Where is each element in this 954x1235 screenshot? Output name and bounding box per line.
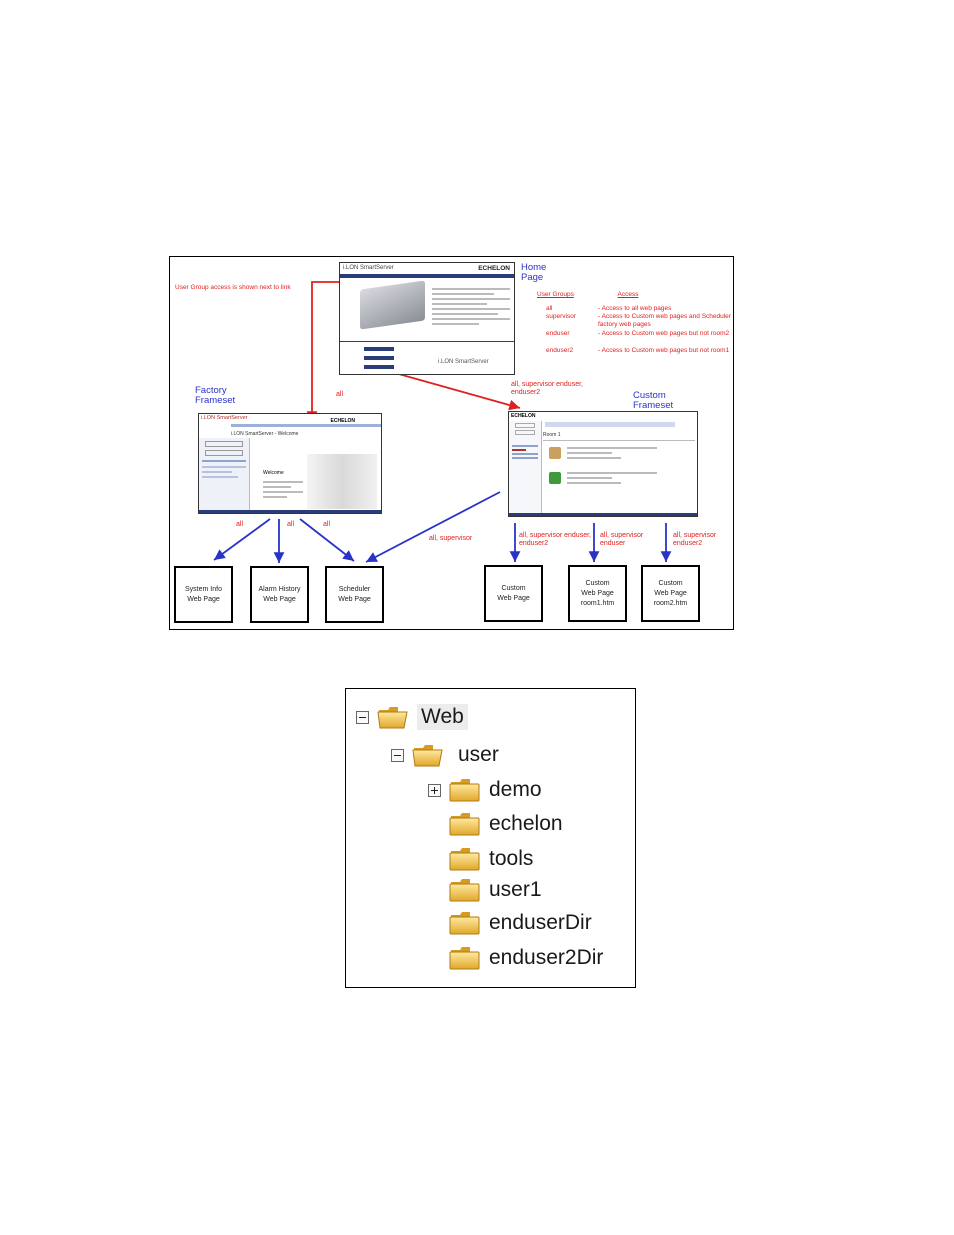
folder-open-icon <box>377 707 408 729</box>
plug-icon[interactable] <box>549 472 561 484</box>
legend-group: enduser <box>546 330 570 337</box>
tree-node-user[interactable]: user <box>391 742 499 768</box>
factory-welcome: Welcome <box>263 470 284 476</box>
link-label-room1: all, supervisor enduser <box>600 532 644 547</box>
home-page-label: Home Page <box>521 262 547 283</box>
link-label-custom-web: all, supervisor enduser, enduser2 <box>519 532 591 547</box>
home-nav-button[interactable] <box>364 347 394 351</box>
link-label-home-custom: all, supervisor enduser, enduser2 <box>511 381 583 396</box>
tree-node-enduser2dir[interactable]: enduser2Dir <box>428 945 603 971</box>
tree-node-web[interactable]: Web <box>356 704 468 730</box>
custom-logo: ECHELON <box>511 413 536 419</box>
diagram-arrows <box>213 281 672 563</box>
link-label-room2: all, supervisor enduser2 <box>673 532 717 547</box>
arrow-factory-to-sysinfo <box>213 518 271 561</box>
factory-title: i.LON SmartServer - Welcome <box>231 431 299 437</box>
custom-room2-page-box: Custom Web Page room2.htm <box>641 565 700 622</box>
tree-node-label: enduserDir <box>489 911 592 934</box>
tree-node-label: user1 <box>489 878 542 901</box>
legend-access: - Access to Custom web pages and Schedul… <box>598 313 731 328</box>
legend-group: supervisor <box>546 313 576 320</box>
alarm-history-page-box: Alarm History Web Page <box>250 566 309 623</box>
custom-page-box: Custom Web Page <box>484 565 543 622</box>
tree-node-label: enduser2Dir <box>489 946 604 969</box>
legend-header-groups: User Groups <box>537 291 574 298</box>
legend-header-access: Access <box>617 291 639 298</box>
folder-icon <box>449 912 480 935</box>
collapse-icon[interactable] <box>391 748 404 762</box>
folder-tree: Web user demo echelon tools <box>345 688 636 988</box>
legend-access: - Access to Custom web pages but not roo… <box>598 330 730 337</box>
arrow-home-to-custom <box>387 370 521 411</box>
custom-room1-page-box: Custom Web Page room1.htm <box>568 565 627 622</box>
folder-icon <box>449 779 480 802</box>
home-nav-button[interactable] <box>364 365 394 369</box>
home-page-screenshot: i.LON SmartServer ECHELON i.LON SmartSer… <box>339 262 515 375</box>
tree-node-label: tools <box>489 847 534 870</box>
echelon-logo: ECHELON <box>478 265 510 272</box>
factory-frameset-screenshot: i.LON SmartServer ECHELON i.LON SmartSer… <box>198 413 382 514</box>
home-nav-bar <box>340 274 514 278</box>
folder-icon <box>449 947 480 970</box>
link-label-home-factory: all <box>336 391 344 398</box>
system-info-page-box: System Info Web Page <box>174 566 233 623</box>
factory-building-image <box>307 454 377 509</box>
folder-icon <box>449 813 480 836</box>
link-label-sysinfo: all <box>236 521 244 528</box>
smartserver-device-image <box>360 280 425 330</box>
expand-icon[interactable] <box>428 783 441 797</box>
tree-node-demo[interactable]: demo <box>428 777 542 803</box>
custom-sidebar <box>509 421 542 516</box>
legend-group: all <box>546 305 553 312</box>
custom-frameset-label: Custom Frameset <box>633 390 674 411</box>
home-nav-button[interactable] <box>364 356 394 360</box>
tree-node-echelon[interactable]: echelon <box>428 811 563 837</box>
factory-brand: i.LON SmartServer <box>201 415 248 421</box>
custom-frameset-screenshot: ECHELON Room 1 <box>508 411 698 517</box>
factory-sidebar <box>199 438 250 513</box>
tree-node-label: echelon <box>489 812 563 835</box>
arrow-custom-to-scheduler <box>365 491 501 563</box>
user-access-diagram: User Group access is shown next to link … <box>169 256 734 630</box>
legend-access: - Access to all web pages <box>598 305 672 312</box>
factory-logo: ECHELON <box>330 418 355 424</box>
diagram-note: User Group access is shown next to link <box>175 284 291 291</box>
legend-access: - Access to Custom web pages but not roo… <box>598 347 730 354</box>
tree-node-enduserdir[interactable]: enduserDir <box>428 910 592 936</box>
home-description <box>432 285 510 328</box>
arrow-factory-to-scheduler <box>299 518 355 562</box>
folder-open-icon <box>412 745 443 767</box>
tree-node-label: Web <box>417 704 468 730</box>
light-icon[interactable] <box>549 447 561 459</box>
tree-node-tools[interactable]: tools <box>428 846 533 872</box>
tree-node-user1[interactable]: user1 <box>428 877 542 903</box>
custom-room-title: Room 1 <box>543 432 561 438</box>
home-footer-brand: i.LON SmartServer <box>438 359 489 365</box>
home-brand: i.LON SmartServer <box>343 265 394 271</box>
tree-node-label: demo <box>489 778 542 801</box>
factory-frameset-label: Factory Frameset <box>195 385 236 406</box>
scheduler-page-box: Scheduler Web Page <box>325 566 384 623</box>
legend-group: enduser2 <box>546 347 574 354</box>
tree-node-label: user <box>458 743 499 766</box>
folder-icon <box>449 848 480 871</box>
link-label-custom-scheduler: all, supervisor <box>429 535 473 542</box>
collapse-icon[interactable] <box>356 710 369 724</box>
link-label-alarm: all <box>287 521 295 528</box>
folder-icon <box>449 879 480 902</box>
link-label-scheduler: all <box>323 521 331 528</box>
